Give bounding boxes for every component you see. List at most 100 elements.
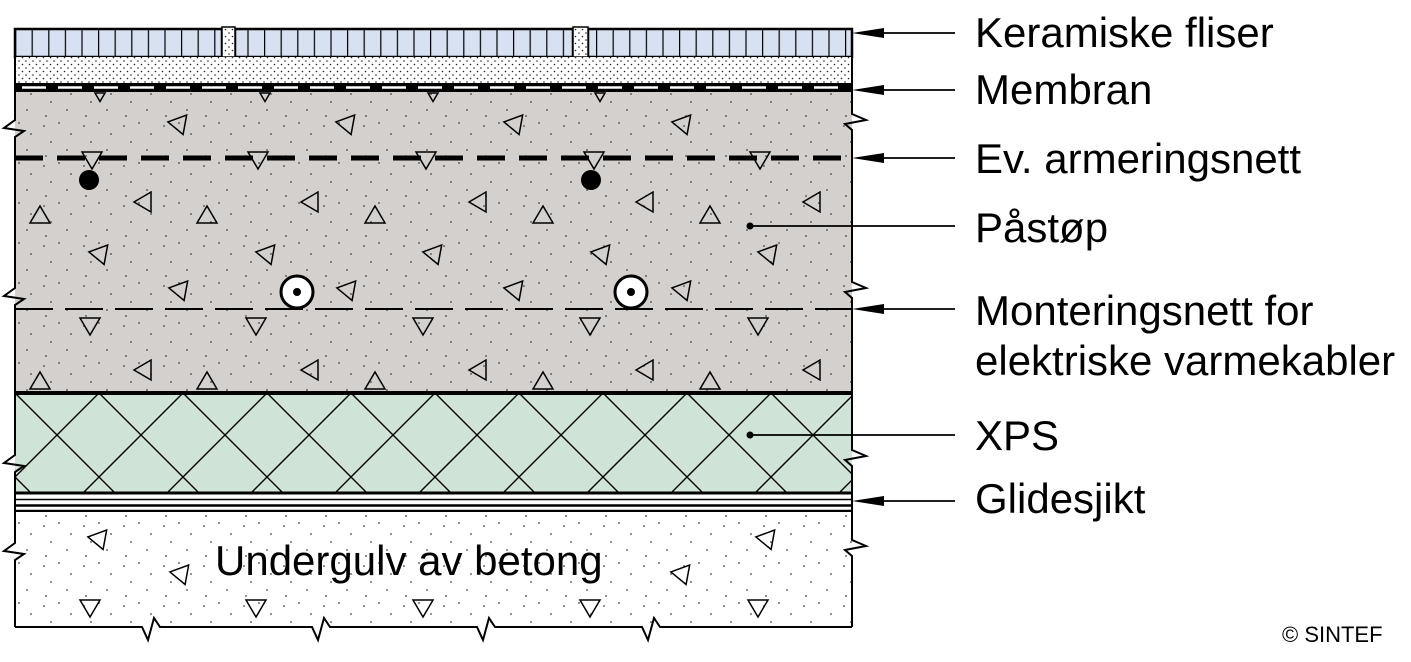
aggregate-mark bbox=[334, 113, 356, 136]
subfloor-layer: Undergulv av betong bbox=[15, 512, 852, 627]
ceramic-tile-layer bbox=[13, 26, 854, 59]
aggregate-mark bbox=[801, 190, 821, 214]
heating-cable bbox=[613, 274, 649, 310]
aggregate-mark bbox=[28, 204, 52, 224]
aggregate-mark bbox=[669, 563, 691, 586]
label-xps: XPS bbox=[975, 412, 1059, 459]
label-mounting-net-line1: Monteringsnett for bbox=[975, 287, 1314, 334]
aggregate-mark bbox=[467, 190, 487, 214]
aggregate-mark bbox=[414, 151, 438, 171]
aggregate-mark bbox=[578, 317, 602, 337]
arrowhead bbox=[852, 304, 884, 314]
aggregate-mark bbox=[634, 358, 654, 382]
aggregate-mark bbox=[78, 599, 102, 619]
left-break-edge bbox=[1, 29, 27, 627]
aggregate-mark bbox=[502, 279, 524, 302]
aggregate-mark bbox=[698, 204, 722, 224]
subfloor-stipple bbox=[15, 512, 852, 627]
aggregate-mark bbox=[634, 190, 654, 214]
sliding-layer bbox=[15, 494, 852, 513]
aggregate-mark bbox=[698, 370, 722, 390]
aggregate-mark bbox=[132, 190, 152, 214]
aggregate-mark bbox=[132, 358, 152, 382]
bottom-break-edge bbox=[15, 615, 852, 643]
leader-ceramic-tiles bbox=[852, 28, 955, 38]
aggregate-mark bbox=[421, 243, 443, 266]
adhesive-stipple bbox=[15, 57, 852, 83]
ceramic-tile-hatch bbox=[233, 27, 575, 59]
aggregate-mark bbox=[335, 279, 357, 302]
arrowhead bbox=[852, 85, 884, 95]
aggregate-mark bbox=[746, 317, 770, 337]
aggregate-mark bbox=[754, 528, 776, 551]
aggregate-mark bbox=[93, 92, 107, 103]
membrane-layer bbox=[15, 83, 852, 92]
label-membrane: Membran bbox=[975, 66, 1152, 113]
screed-aggregate bbox=[28, 92, 821, 390]
arrowhead bbox=[852, 496, 884, 506]
grout-joint bbox=[572, 26, 589, 58]
subfloor-label: Undergulv av betong bbox=[215, 537, 603, 584]
screed-stipple bbox=[15, 92, 852, 393]
ceramic-tile-hatch bbox=[586, 27, 854, 59]
aggregate-mark bbox=[80, 151, 104, 171]
aggregate-mark bbox=[299, 190, 319, 214]
heating-cable-core bbox=[293, 288, 301, 296]
xps-layer bbox=[15, 395, 852, 495]
aggregate-mark bbox=[363, 204, 387, 224]
aggregate-mark bbox=[363, 370, 387, 390]
ceramic-tile-hatch bbox=[13, 27, 224, 59]
aggregate-mark bbox=[258, 92, 272, 103]
reinforcement-bar bbox=[581, 170, 601, 190]
aggregate-mark bbox=[531, 204, 555, 224]
aggregate-mark bbox=[28, 370, 52, 390]
aggregate-mark bbox=[167, 279, 189, 302]
reinforcement-bar bbox=[79, 170, 99, 190]
leader-mounting-net bbox=[852, 304, 955, 314]
aggregate-mark bbox=[502, 113, 524, 136]
aggregate-mark bbox=[801, 358, 821, 382]
xps-hatch bbox=[15, 395, 852, 493]
right-break-edge bbox=[842, 29, 870, 627]
adhesive-layer bbox=[15, 57, 852, 83]
label-reinforcement: Ev. armeringsnett bbox=[975, 135, 1301, 182]
arrowhead bbox=[852, 28, 884, 38]
label-sliding-layer: Glidesjikt bbox=[975, 475, 1146, 522]
aggregate-mark bbox=[582, 151, 606, 171]
aggregate-mark bbox=[244, 317, 268, 337]
heating-cable-core bbox=[627, 288, 635, 296]
aggregate-mark bbox=[531, 370, 555, 390]
aggregate-mark bbox=[87, 243, 109, 266]
aggregate-mark bbox=[78, 317, 102, 337]
aggregate-mark bbox=[746, 599, 770, 619]
aggregate-mark bbox=[195, 204, 219, 224]
leader-sliding-layer bbox=[852, 496, 955, 506]
leader-screed bbox=[746, 222, 955, 230]
aggregate-mark bbox=[670, 113, 692, 136]
aggregate-mark bbox=[670, 279, 692, 302]
heating-cable bbox=[279, 274, 315, 310]
label-screed: Påstøp bbox=[975, 204, 1108, 251]
aggregate-mark bbox=[195, 370, 219, 390]
aggregate-mark bbox=[467, 358, 487, 382]
aggregate-mark bbox=[168, 563, 190, 586]
aggregate-mark bbox=[411, 599, 435, 619]
aggregate-mark bbox=[426, 92, 440, 103]
label-ceramic-tiles: Keramiske fliser bbox=[975, 9, 1274, 56]
aggregate-mark bbox=[166, 113, 188, 136]
label-mounting-net-line2: elektriske varmekabler bbox=[975, 337, 1395, 384]
arrowhead bbox=[852, 153, 884, 163]
screed-layer bbox=[15, 92, 852, 395]
aggregate-mark bbox=[246, 151, 270, 171]
aggregate-mark bbox=[578, 599, 602, 619]
aggregate-mark bbox=[756, 243, 778, 266]
leader-xps bbox=[746, 431, 955, 439]
aggregate-mark bbox=[411, 317, 435, 337]
aggregate-mark bbox=[244, 599, 268, 619]
leader-membrane bbox=[852, 85, 955, 95]
subfloor-aggregate bbox=[78, 528, 776, 619]
aggregate-mark bbox=[589, 243, 611, 266]
grout-joint bbox=[221, 26, 236, 58]
copyright-notice: © SINTEF bbox=[1282, 622, 1383, 647]
